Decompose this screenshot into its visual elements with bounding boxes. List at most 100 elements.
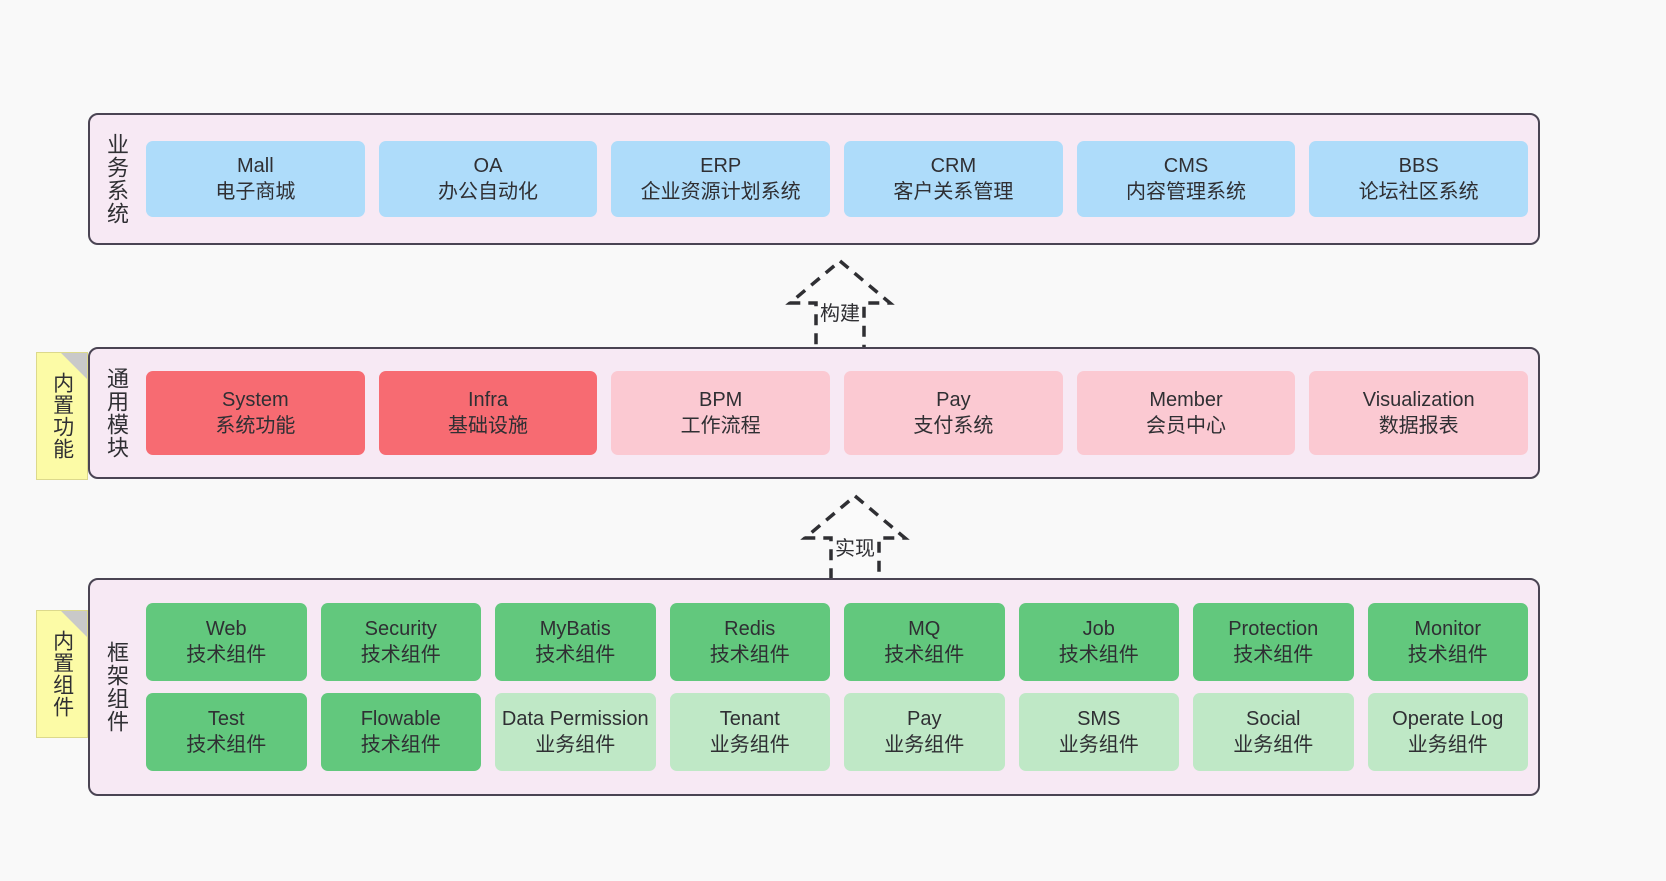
relation-implement-label: 实现 [835, 538, 875, 560]
node-title: BBS [1398, 154, 1439, 177]
node-title: Infra [467, 388, 509, 411]
node-title: Job [1082, 617, 1115, 640]
node-title: CRM [930, 154, 977, 177]
node-subtitle: 技术组件 [1058, 644, 1139, 666]
layer-title-modules: 通用模块 [103, 367, 129, 459]
node-subtitle: 业务组件 [535, 734, 616, 756]
layer-body-modules: System 系统功能 Infra 基础设施 BPM 工作流程 Pay 支付系统… [142, 349, 1538, 477]
framework-row-2: Test 技术组件 Flowable 技术组件 Data Permission … [146, 693, 1528, 771]
layer-title-business: 业务系统 [103, 133, 129, 225]
node-subtitle: 技术组件 [1407, 644, 1488, 666]
layer-title-framework: 框架组件 [103, 641, 129, 733]
node-system[interactable]: System 系统功能 [146, 371, 365, 455]
node-title: Operate Log [1392, 707, 1504, 730]
node-title: System [221, 388, 289, 411]
node-subtitle: 内容管理系统 [1126, 181, 1247, 203]
node-title: Member [1149, 388, 1223, 411]
node-title: Pay [907, 707, 942, 730]
node-subtitle: 业务组件 [1407, 734, 1488, 756]
note-builtin-components: 内置组件 [36, 610, 88, 738]
node-subtitle: 业务组件 [709, 734, 790, 756]
node-job[interactable]: Job 技术组件 [1018, 603, 1179, 681]
node-subtitle: 办公自动化 [438, 181, 538, 203]
node-sms[interactable]: SMS 业务组件 [1018, 693, 1179, 771]
layer-body-business: Mall 电子商城 OA 办公自动化 ERP 企业资源计划系统 CRM 客户关系… [142, 115, 1538, 243]
node-subtitle: 支付系统 [913, 415, 994, 437]
node-title: Social [1246, 707, 1301, 730]
node-title: Web [205, 617, 247, 640]
node-cms[interactable]: CMS 内容管理系统 [1076, 141, 1296, 217]
relation-build: 构建 [760, 257, 920, 351]
node-pay-module[interactable]: Pay 支付系统 [844, 371, 1063, 455]
node-subtitle: 技术组件 [709, 644, 790, 666]
node-subtitle: 技术组件 [360, 644, 441, 666]
node-subtitle: 数据报表 [1378, 415, 1459, 437]
node-subtitle: 技术组件 [186, 644, 267, 666]
node-data-permission[interactable]: Data Permission 业务组件 [495, 693, 656, 771]
node-subtitle: 电子商城 [215, 181, 296, 203]
node-title: Mall [237, 154, 274, 177]
node-subtitle: 客户关系管理 [893, 181, 1014, 203]
node-mq[interactable]: MQ 技术组件 [844, 603, 1005, 681]
node-title: Tenant [719, 707, 780, 730]
node-title: ERP [700, 154, 742, 177]
node-protection[interactable]: Protection 技术组件 [1193, 603, 1354, 681]
node-subtitle: 系统功能 [215, 415, 296, 437]
node-tenant[interactable]: Tenant 业务组件 [669, 693, 830, 771]
node-subtitle: 技术组件 [535, 644, 616, 666]
node-crm[interactable]: CRM 客户关系管理 [844, 141, 1063, 217]
node-oa[interactable]: OA 办公自动化 [378, 141, 598, 217]
note-builtin-features: 内置功能 [36, 352, 88, 480]
node-mall[interactable]: Mall 电子商城 [146, 141, 365, 217]
layer-body-framework: Web 技术组件 Security 技术组件 MyBatis 技术组件 Redi… [142, 580, 1538, 794]
node-title: OA [473, 154, 503, 177]
node-member[interactable]: Member 会员中心 [1076, 371, 1296, 455]
node-subtitle: 技术组件 [884, 644, 965, 666]
node-title: SMS [1077, 707, 1121, 730]
node-title: MyBatis [539, 617, 611, 640]
node-title: Pay [936, 388, 971, 411]
node-redis[interactable]: Redis 技术组件 [669, 603, 830, 681]
node-title: Visualization [1362, 388, 1475, 411]
node-title: Flowable [360, 707, 441, 730]
layer-framework-components: 框架组件 Web 技术组件 Security 技术组件 MyBatis 技术组件… [88, 578, 1540, 796]
layer-common-modules: 通用模块 System 系统功能 Infra 基础设施 BPM 工作流程 Pay… [88, 347, 1540, 479]
node-subtitle: 技术组件 [360, 734, 441, 756]
node-subtitle: 业务组件 [1233, 734, 1314, 756]
node-monitor[interactable]: Monitor 技术组件 [1367, 603, 1528, 681]
node-title: MQ [908, 617, 941, 640]
node-subtitle: 技术组件 [186, 734, 267, 756]
node-title: BPM [699, 388, 743, 411]
node-subtitle: 业务组件 [884, 734, 965, 756]
node-security[interactable]: Security 技术组件 [320, 603, 481, 681]
node-subtitle: 基础设施 [448, 415, 528, 437]
node-subtitle: 企业资源计划系统 [640, 181, 801, 203]
node-title: CMS [1163, 154, 1209, 177]
node-test[interactable]: Test 技术组件 [146, 693, 307, 771]
node-title: Data Permission [501, 707, 649, 730]
node-title: Monitor [1414, 617, 1482, 640]
node-bpm[interactable]: BPM 工作流程 [611, 371, 831, 455]
node-title: Protection [1228, 617, 1319, 640]
node-flowable[interactable]: Flowable 技术组件 [320, 693, 481, 771]
node-infra[interactable]: Infra 基础设施 [378, 371, 598, 455]
node-subtitle: 工作流程 [680, 415, 761, 437]
layer-business-systems: 业务系统 Mall 电子商城 OA 办公自动化 ERP 企业资源计划系统 CRM… [88, 113, 1540, 245]
node-title: Security [364, 617, 437, 640]
node-subtitle: 会员中心 [1146, 415, 1227, 437]
node-subtitle: 论坛社区系统 [1358, 181, 1479, 203]
node-subtitle: 业务组件 [1058, 734, 1139, 756]
node-social[interactable]: Social 业务组件 [1193, 693, 1354, 771]
node-mybatis[interactable]: MyBatis 技术组件 [495, 603, 656, 681]
node-erp[interactable]: ERP 企业资源计划系统 [611, 141, 831, 217]
node-operate-log[interactable]: Operate Log 业务组件 [1367, 693, 1528, 771]
framework-row-1: Web 技术组件 Security 技术组件 MyBatis 技术组件 Redi… [146, 603, 1528, 681]
node-web[interactable]: Web 技术组件 [146, 603, 307, 681]
node-bbs[interactable]: BBS 论坛社区系统 [1309, 141, 1529, 217]
node-visualization[interactable]: Visualization 数据报表 [1309, 371, 1529, 455]
node-subtitle: 技术组件 [1233, 644, 1314, 666]
node-pay-component[interactable]: Pay 业务组件 [844, 693, 1005, 771]
node-title: Test [207, 707, 245, 730]
relation-build-label: 构建 [820, 303, 860, 325]
